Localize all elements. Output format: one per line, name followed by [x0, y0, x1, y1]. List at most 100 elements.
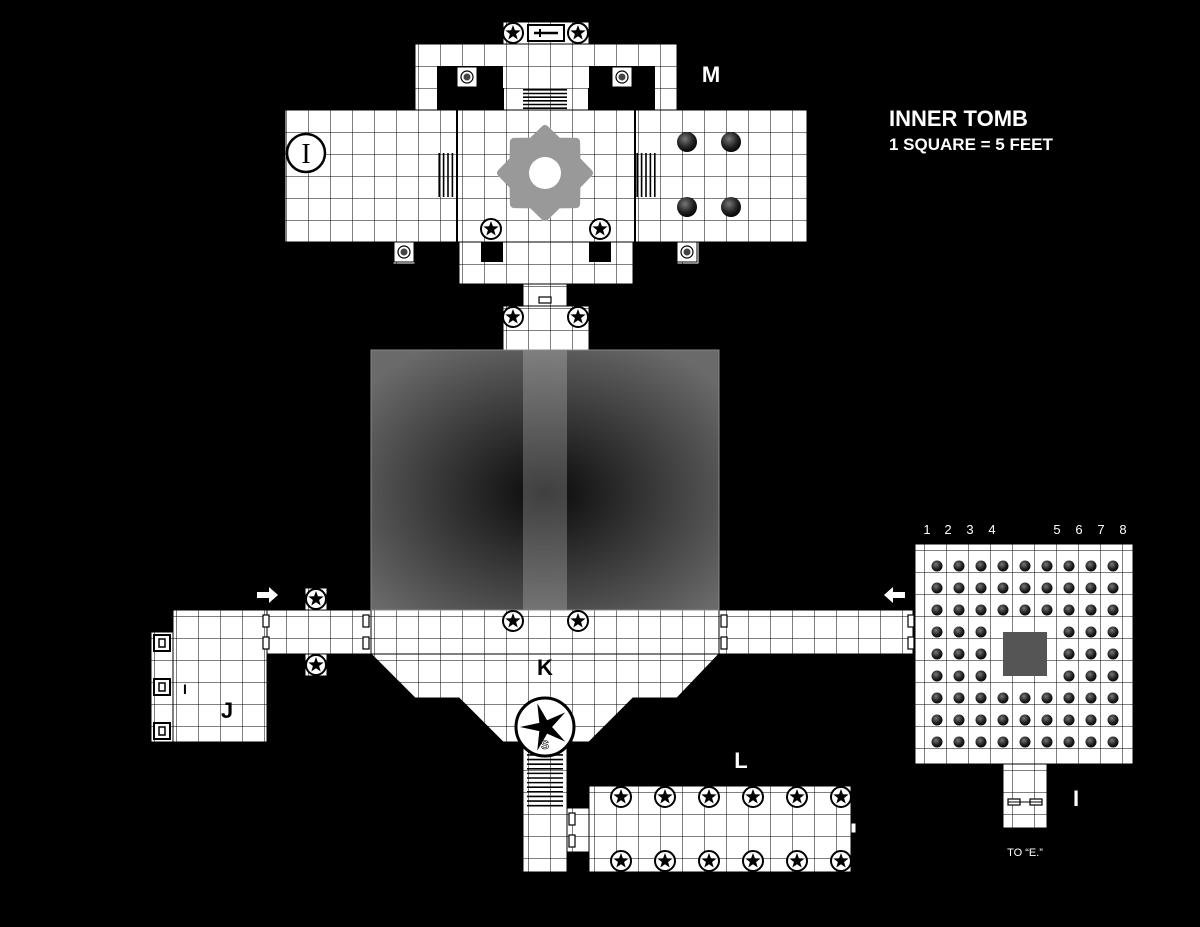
- stairs-icon: [636, 153, 656, 197]
- star-seal-icon: [830, 850, 852, 872]
- star-seal-icon: [742, 786, 764, 808]
- pillar-icon: [1085, 560, 1097, 572]
- pillar-icon: [975, 604, 987, 616]
- pillar-icon: [1019, 560, 1031, 572]
- column-number-5: 5: [1053, 522, 1060, 537]
- star-seal-icon: [698, 850, 720, 872]
- pillar-icon: [1107, 670, 1119, 682]
- pillar-icon: [997, 692, 1009, 704]
- pillar-icon: [1063, 670, 1075, 682]
- pillar-icon: [1019, 714, 1031, 726]
- star-seal-icon: [610, 786, 632, 808]
- pillar-icon: [1085, 582, 1097, 594]
- pillar-icon: [1041, 692, 1053, 704]
- pillar-icon: [1041, 560, 1053, 572]
- star-seal-icon: [654, 786, 676, 808]
- pillar-icon: [953, 714, 965, 726]
- urn-icon: [611, 66, 633, 88]
- pillar-icon: [1019, 582, 1031, 594]
- urn-icon: [393, 241, 415, 263]
- pillar-icon: [931, 648, 943, 660]
- door-icon: [262, 636, 270, 650]
- star-seal-icon: [698, 786, 720, 808]
- arrow-right-icon: [257, 587, 278, 603]
- pillar-icon: [931, 736, 943, 748]
- pillar-icon: [953, 582, 965, 594]
- pillar-icon: [1085, 736, 1097, 748]
- pillar-icon: [1063, 582, 1075, 594]
- pillar-icon: [975, 692, 987, 704]
- pillar-icon: [1063, 736, 1075, 748]
- pillar-icon: [1063, 626, 1075, 638]
- pillar-icon: [1063, 714, 1075, 726]
- pillar-icon: [1107, 604, 1119, 616]
- stairs-icon: [527, 749, 563, 807]
- pit-overlay: [370, 349, 720, 611]
- room-i: [914, 543, 1134, 829]
- room-k: [266, 587, 914, 743]
- star-seal-icon: [567, 610, 589, 632]
- niche-icon: [153, 678, 171, 696]
- pillar-icon: [953, 648, 965, 660]
- stairs-icon: [438, 153, 458, 197]
- star-seal-icon: [502, 22, 524, 44]
- pillar-icon: [1107, 714, 1119, 726]
- pillar-icon: [997, 604, 1009, 616]
- star-seal-icon: [610, 850, 632, 872]
- pillar-icon: [1063, 560, 1075, 572]
- column-number-4: 4: [988, 522, 995, 537]
- sarcophagus-icon: [527, 24, 565, 42]
- pillar-icon: [997, 714, 1009, 726]
- pillar-icon: [1063, 692, 1075, 704]
- pillar-icon: [1041, 736, 1053, 748]
- room-label-j: J: [221, 698, 233, 723]
- pillar-icon: [975, 714, 987, 726]
- star-seal-icon: [567, 306, 589, 328]
- door-icon: [262, 614, 270, 628]
- pillar-icon: [1107, 736, 1119, 748]
- pillar-icon: [677, 132, 697, 152]
- star-seal-icon: [567, 22, 589, 44]
- pillar-icon: [1041, 582, 1053, 594]
- pillar-icon: [1107, 692, 1119, 704]
- room-label-k: K: [537, 655, 553, 680]
- pillar-icon: [975, 736, 987, 748]
- stairs-icon: [523, 89, 567, 109]
- exit-note: TO “E.”: [1007, 847, 1043, 859]
- pillar-icon: [721, 197, 741, 217]
- room-label-l: L: [734, 748, 747, 773]
- star-seal-icon: [786, 786, 808, 808]
- niche-icon: [153, 634, 171, 652]
- door-icon: [538, 296, 552, 304]
- pillar-icon: [1107, 582, 1119, 594]
- door-icon: [568, 812, 576, 826]
- map-scale: 1 SQUARE = 5 FEET: [889, 135, 1054, 154]
- star-seal-icon: [502, 610, 524, 632]
- star-seal-icon: [742, 850, 764, 872]
- column-number-6: 6: [1075, 522, 1082, 537]
- pillar-icon: [1063, 604, 1075, 616]
- arrow-left-icon: [884, 587, 905, 603]
- pillar-icon: [953, 736, 965, 748]
- portal-disc-icon: I: [285, 132, 327, 174]
- map-title: INNER TOMB: [889, 106, 1028, 131]
- pillar-icon: [1019, 604, 1031, 616]
- star-seal-icon: [502, 306, 524, 328]
- pillar-icon: [1085, 626, 1097, 638]
- door-icon: [907, 636, 915, 650]
- urn-icon: [456, 66, 478, 88]
- pillar-icon: [1085, 604, 1097, 616]
- urn-icon: [676, 241, 698, 263]
- star-seal-icon: [305, 588, 327, 610]
- door-icon: [850, 822, 857, 834]
- pillar-icon: [953, 626, 965, 638]
- column-number-1: 1: [923, 522, 930, 537]
- pillar-icon: [997, 736, 1009, 748]
- pillar-icon: [1063, 648, 1075, 660]
- star-seal-icon: [589, 218, 611, 240]
- door-icon: [720, 636, 728, 650]
- gear-icon: [497, 125, 593, 221]
- pillar-icon: [975, 648, 987, 660]
- pillar-icon: [975, 670, 987, 682]
- portal-disc-letter: I: [301, 139, 310, 170]
